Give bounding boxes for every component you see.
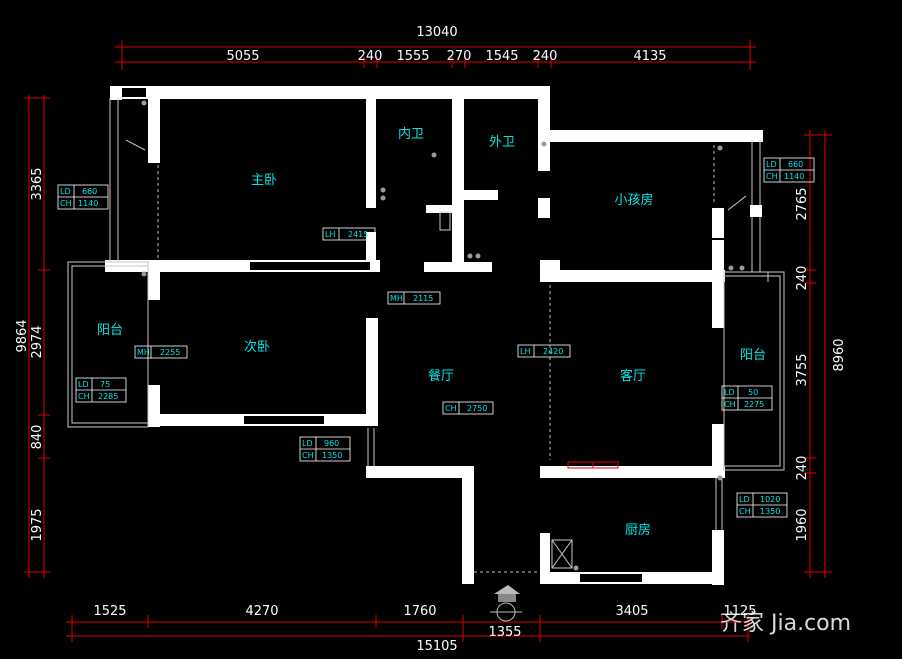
svg-text:1140: 1140 [78, 199, 98, 208]
watermark-text: 齐家 Jia.com [720, 611, 851, 636]
left-segment-4: 1975 [30, 508, 45, 541]
room-label-dining: 餐厅 [428, 368, 454, 384]
tag-dining-window: LD 960 CH 1350 [299, 436, 351, 462]
tag-hall-mh: MH 2115 [387, 291, 441, 305]
right-segment-5: 1960 [795, 508, 810, 541]
top-segment-7: 4135 [633, 49, 666, 64]
bottom-segment-1: 1525 [93, 604, 126, 619]
right-segment-1: 2765 [795, 187, 810, 220]
bottom-segment-3: 1760 [403, 604, 436, 619]
svg-text:CH: CH [739, 507, 751, 516]
svg-text:2115: 2115 [413, 294, 433, 303]
svg-text:1350: 1350 [760, 507, 780, 516]
svg-text:2285: 2285 [98, 392, 118, 401]
svg-text:CH: CH [724, 400, 736, 409]
svg-text:660: 660 [788, 160, 803, 169]
svg-text:660: 660 [82, 187, 97, 196]
bottom-door-dimension: 1355 [488, 625, 521, 640]
bottom-total-dimension: 15105 [416, 639, 457, 654]
top-segment-4: 270 [447, 49, 472, 64]
svg-text:LD: LD [78, 380, 89, 389]
svg-text:CH: CH [445, 404, 457, 413]
room-label-outer-bath: 外卫 [489, 135, 515, 150]
svg-text:50: 50 [748, 388, 758, 397]
tag-dining-ch: CH 2750 [442, 401, 494, 415]
svg-text:1350: 1350 [322, 451, 342, 460]
tag-balcony-right: LD 50 CH 2275 [721, 385, 773, 411]
fixture-dots [141, 100, 745, 571]
svg-text:LH: LH [520, 347, 530, 356]
right-dimension-chain: 2765 240 3755 240 1960 8960 [795, 130, 847, 578]
left-dimension-chain: 9864 3365 2974 840 1975 [15, 95, 50, 578]
bottom-segment-5: 1125 [723, 604, 756, 619]
svg-text:2255: 2255 [160, 348, 180, 357]
svg-text:MH: MH [390, 294, 403, 303]
svg-text:CH: CH [302, 451, 314, 460]
top-segment-5: 1545 [485, 49, 518, 64]
tag-living-lh: LH 2420 [517, 344, 571, 358]
tag-balcony-left: LD 75 CH 2285 [75, 377, 127, 403]
left-segment-3: 840 [30, 425, 45, 450]
svg-text:LD: LD [739, 495, 750, 504]
top-total-dimension: 13040 [416, 25, 457, 40]
right-segment-4: 240 [795, 456, 810, 481]
opening-tags: LD 660 CH 1140 LD 660 CH 1140 LH 2415 MH [57, 157, 815, 518]
svg-text:LD: LD [766, 160, 777, 169]
tag-second-bedroom-mh: MH 2255 [134, 345, 188, 359]
tag-kitchen-window: LD 1020 CH 1350 [736, 492, 788, 518]
left-segment-1: 3365 [30, 167, 45, 200]
svg-text:LD: LD [302, 439, 313, 448]
svg-text:LD: LD [60, 187, 71, 196]
left-segment-2: 2974 [30, 325, 45, 358]
svg-text:MH: MH [137, 348, 150, 357]
svg-text:CH: CH [766, 172, 778, 181]
room-label-kids-room: 小孩房 [614, 192, 653, 208]
svg-text:2275: 2275 [744, 400, 764, 409]
watermark-logo: 齐家 Jia.com [720, 611, 851, 636]
tag-master-window: LD 660 CH 1140 [57, 184, 109, 210]
window-and-balcony-lines [67, 98, 785, 573]
top-segment-2: 240 [358, 49, 383, 64]
svg-text:2415: 2415 [348, 230, 368, 239]
top-segment-3: 1555 [396, 49, 429, 64]
svg-text:CH: CH [60, 199, 72, 208]
top-dimension-chain: 13040 5055 240 1555 270 1545 240 4135 [115, 25, 756, 70]
svg-text:1140: 1140 [784, 172, 804, 181]
tag-kids-window: LD 660 CH 1140 [763, 157, 815, 183]
room-label-inner-bath: 内卫 [398, 126, 424, 142]
right-segment-2: 240 [795, 266, 810, 291]
room-label-master-bedroom: 主卧 [251, 173, 277, 188]
svg-text:CH: CH [78, 392, 90, 401]
room-label-balcony-left: 阳台 [97, 323, 123, 338]
svg-text:1020: 1020 [760, 495, 780, 504]
svg-text:LD: LD [724, 388, 735, 397]
tag-inner-bath-lh: LH 2415 [322, 227, 376, 241]
svg-text:75: 75 [100, 380, 110, 389]
top-segment-6: 240 [533, 49, 558, 64]
svg-text:LH: LH [325, 230, 335, 239]
entrance-door-icon [490, 585, 522, 622]
room-label-living: 客厅 [620, 368, 646, 384]
svg-text:2750: 2750 [467, 404, 487, 413]
svg-text:960: 960 [324, 439, 339, 448]
room-labels: 主卧 内卫 外卫 小孩房 阳台 次卧 餐厅 客厅 阳台 厨房 [97, 126, 766, 538]
walls [105, 86, 763, 585]
svg-text:2420: 2420 [543, 347, 563, 356]
top-segment-1: 5055 [226, 49, 259, 64]
wall-openings [122, 88, 642, 582]
bottom-segment-4: 3405 [615, 604, 648, 619]
room-label-balcony-right: 阳台 [740, 348, 766, 363]
right-total-dimension: 8960 [832, 338, 847, 371]
bottom-segment-2: 4270 [245, 604, 278, 619]
right-segment-3: 3755 [795, 353, 810, 386]
bottom-dimension-chain: 1525 4270 1760 3405 1125 1355 15105 [66, 604, 757, 654]
room-label-kitchen: 厨房 [625, 522, 651, 538]
left-total-dimension: 9864 [15, 319, 30, 352]
room-label-second-bedroom: 次卧 [244, 339, 270, 355]
